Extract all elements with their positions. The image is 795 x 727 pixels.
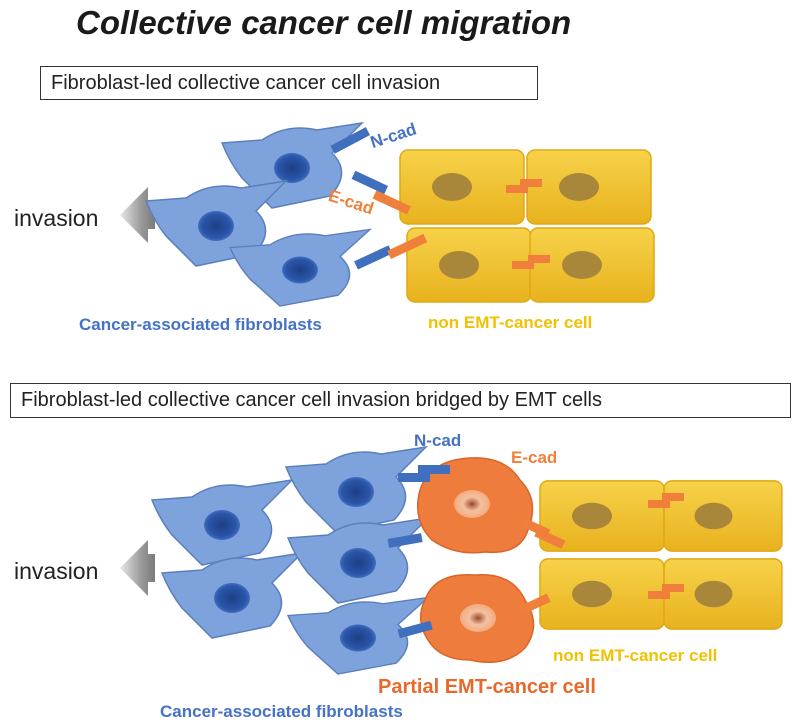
panel1-caf-label: Cancer-associated fibroblasts (79, 315, 322, 334)
panel2-fibroblast-3 (161, 552, 303, 639)
panel1-tumor-cell-1 (399, 149, 525, 225)
panel2-ncad-markers (387, 465, 450, 639)
panel2-fibroblast-4 (287, 517, 429, 604)
panel2-header-box: Fibroblast-led collective cancer cell in… (10, 383, 791, 418)
panel2-fibroblast-2 (285, 446, 427, 533)
panel2-ncad-label: N-cad (414, 431, 462, 450)
panel1-invasion-arrow (120, 187, 155, 243)
panel2-tumor-cell-4 (663, 558, 783, 630)
panel1-tumor-label: non EMT-cancer cell (428, 313, 593, 332)
panel2-tumor-cell-3 (539, 558, 665, 630)
panel2-invasion-label: invasion (14, 558, 99, 584)
panel1-tumor-cell-2 (526, 149, 652, 225)
panel2-ecad-markers (517, 493, 684, 616)
panel1-tumor-cell-4 (529, 227, 655, 303)
panel1-header-box: Fibroblast-led collective cancer cell in… (40, 66, 538, 100)
panel2-emt-cell-bottom (419, 573, 535, 663)
panel2-tumor-cell-2 (663, 480, 783, 552)
panel2-caf-label: Cancer-associated fibroblasts (160, 702, 403, 721)
panel2-ecad-label: E-cad (511, 448, 558, 467)
panel2-emt-label: Partial EMT-cancer cell (378, 676, 596, 698)
panel1-ncad-markers (330, 127, 393, 270)
page-title: Collective cancer cell migration (76, 4, 572, 41)
panel1-invasion-label: invasion (14, 205, 99, 231)
panel2-tumor-label: non EMT-cancer cell (553, 646, 718, 665)
panel2-invasion-arrow (120, 540, 155, 596)
panel2-emt-cell-top (417, 457, 534, 554)
panel1-ecad-markers (372, 179, 550, 269)
panel2-fibroblast-1 (151, 479, 293, 566)
